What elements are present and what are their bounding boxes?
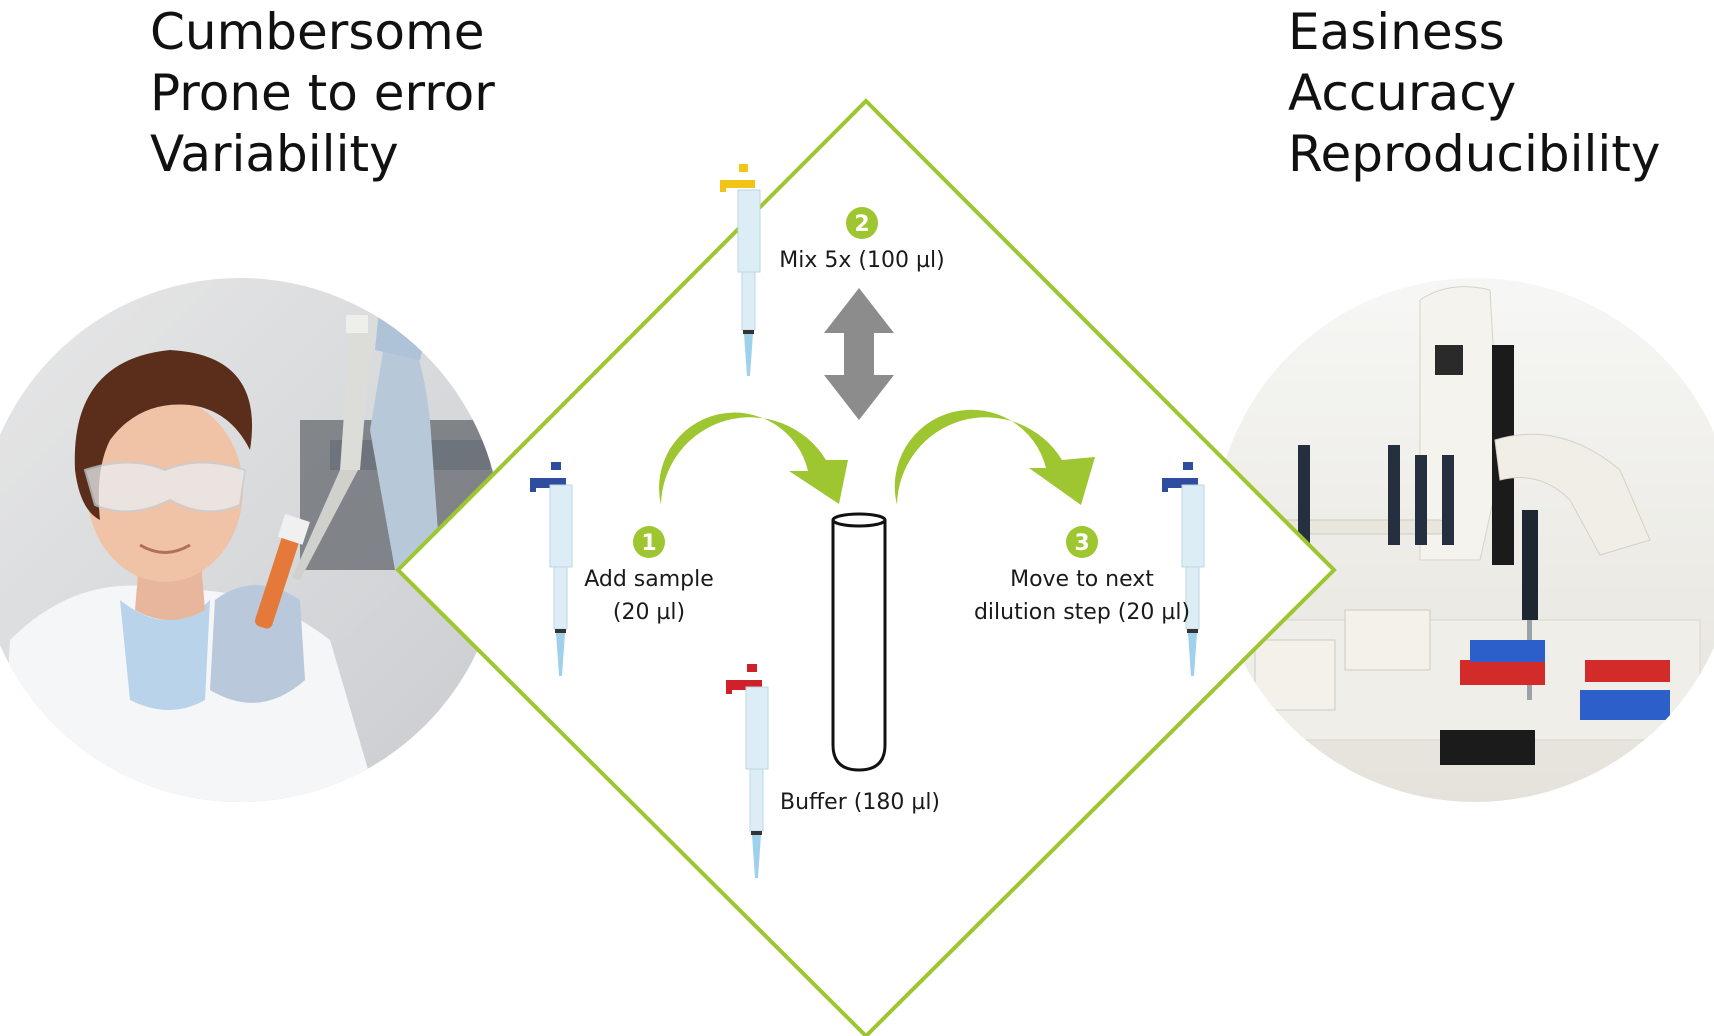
step-3-label: Move to next dilution step (20 µl) [967, 563, 1197, 629]
add-sample-arrow [632, 412, 848, 505]
buffer-label: Buffer (180 µl) [779, 790, 941, 815]
step-3-label-line2: dilution step (20 µl) [973, 600, 1191, 625]
step-2-label-line1: Mix 5x (100 µl) [779, 248, 945, 273]
move-next-arrow [868, 409, 1095, 505]
manual-drawbacks-list: Cumbersome Prone to error Variability [150, 2, 495, 185]
automation-benefits-list: Easiness Accuracy Reproducibility [1288, 2, 1660, 185]
step-1-number: 1 [641, 531, 656, 556]
step-1-label-line2: (20 µl) [612, 600, 686, 625]
automation-benefit-3: Reproducibility [1288, 125, 1661, 183]
step-2-number: 2 [854, 212, 869, 237]
manual-drawback-3: Variability [150, 125, 399, 183]
mix-double-arrow [824, 288, 894, 420]
manual-drawback-2: Prone to error [150, 64, 495, 122]
test-tube-icon [831, 512, 887, 772]
pipette-icon [530, 462, 573, 676]
automation-benefit-2: Accuracy [1288, 64, 1517, 122]
step-2-label: Mix 5x (100 µl) [772, 244, 952, 277]
pipette-icon [1162, 462, 1205, 676]
step-2-badge: 2 [846, 207, 878, 239]
step-3-label-line1: Move to next [1010, 567, 1154, 592]
step-1-label: Add sample (20 µl) [579, 563, 719, 629]
step-1-label-line1: Add sample [584, 567, 714, 592]
scientist-pipetting-photo [0, 278, 502, 802]
pipette-icon [720, 164, 761, 376]
step-3-badge: 3 [1066, 526, 1098, 558]
pipette-icon [726, 664, 769, 878]
step-3-number: 3 [1074, 531, 1089, 556]
automation-benefit-1: Easiness [1288, 3, 1505, 61]
step-1-badge: 1 [633, 526, 665, 558]
manual-drawback-1: Cumbersome [150, 3, 485, 61]
